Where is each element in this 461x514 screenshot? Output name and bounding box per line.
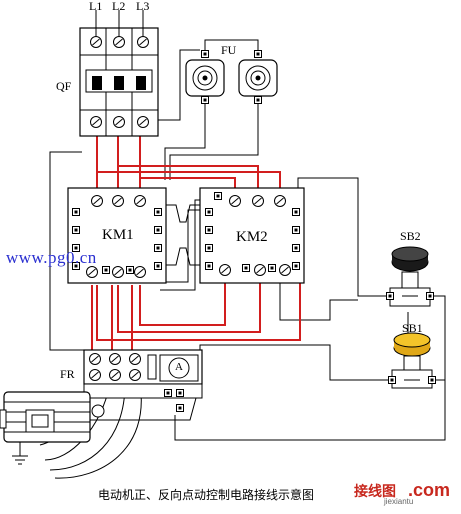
diagram-caption: 电动机正、反向点动控制电路接线示意图 xyxy=(98,488,315,502)
sb2-button xyxy=(386,246,434,307)
label-km2: KM2 xyxy=(236,229,268,245)
km2-contactor xyxy=(199,187,305,284)
logo-text-sub: jiexiantu xyxy=(384,497,414,506)
label-sb2: SB2 xyxy=(400,229,421,243)
motor xyxy=(0,391,91,443)
label-sb1: SB1 xyxy=(402,321,423,335)
label-l1: L1 xyxy=(89,0,103,13)
label-fu: FU xyxy=(221,43,237,57)
label-ammeter: A xyxy=(175,361,183,373)
logo-text-dot: .com xyxy=(408,480,451,500)
site-logo: 接线图 .com jiexiantu xyxy=(350,480,458,508)
interlock-link xyxy=(166,204,200,266)
label-qf: QF xyxy=(56,79,72,93)
km1-contactor xyxy=(67,187,167,284)
fu-fuse-left xyxy=(185,50,225,104)
label-l2: L2 xyxy=(112,0,126,13)
watermark-url: www.pg0.cn xyxy=(6,248,97,267)
logo-text-cn: 接线图 xyxy=(354,484,396,500)
fu-fuse-right xyxy=(238,50,278,104)
sb1-button xyxy=(388,332,436,389)
qf-breaker xyxy=(79,10,159,137)
fr-thermal-relay xyxy=(83,349,203,421)
label-fr: FR xyxy=(60,367,75,381)
label-l3: L3 xyxy=(136,0,150,13)
label-km1: KM1 xyxy=(102,227,134,243)
